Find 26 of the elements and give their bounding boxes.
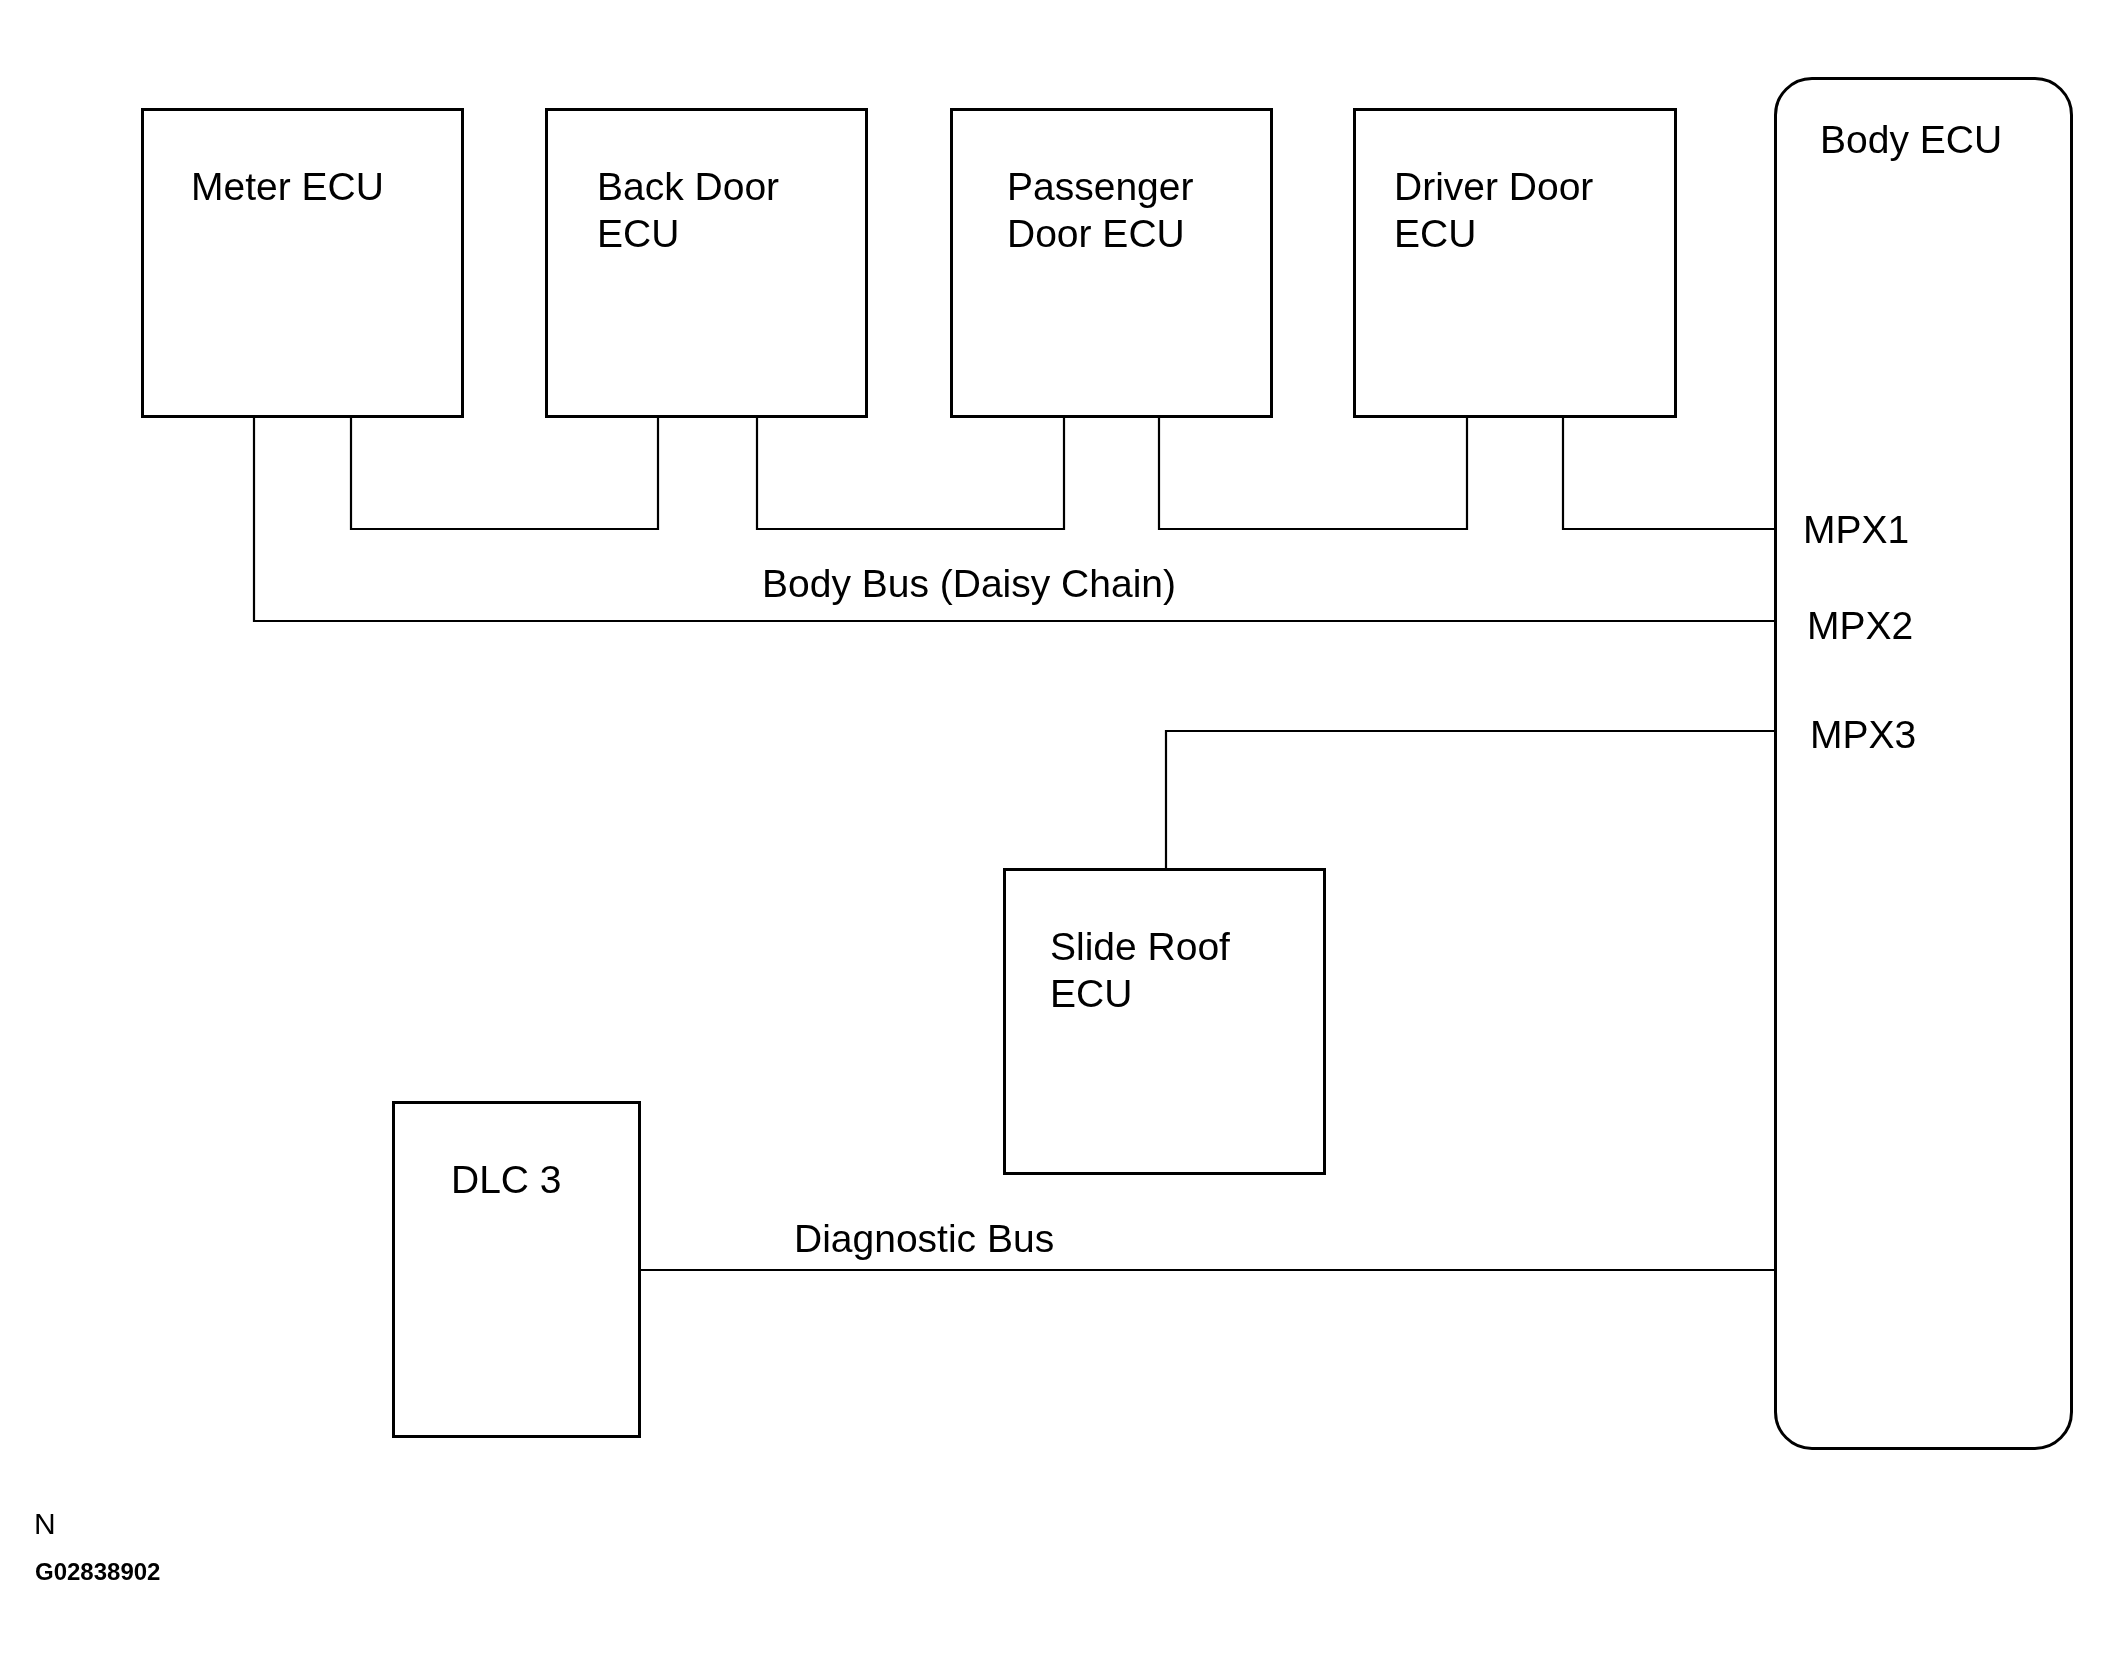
module-box (1353, 108, 1677, 418)
module-name: DLC 3 (451, 1157, 562, 1203)
module-box (950, 108, 1273, 418)
module-name: Passenger Door ECU (1007, 164, 1195, 257)
module-box (392, 1101, 641, 1438)
connector-line (1157, 418, 1469, 531)
connector-line (252, 418, 1774, 623)
module-name: Body ECU (1820, 117, 2003, 163)
pin-label: MPX3 (1810, 712, 1917, 758)
module-name: Meter ECU (191, 164, 384, 210)
module-box (545, 108, 868, 418)
connector-line (641, 1268, 1774, 1272)
note-letter: N (34, 1507, 56, 1541)
rounded-module-box (1774, 77, 2073, 1450)
module-box (1003, 868, 1326, 1175)
module-name: Slide Roof ECU (1050, 924, 1231, 1017)
figure-code: G02838902 (35, 1558, 161, 1586)
connector-line (349, 418, 660, 531)
module-box (141, 108, 464, 418)
connector-line (1164, 729, 1774, 868)
connector-line (1561, 418, 1774, 531)
module-name: Back Door ECU (597, 164, 781, 257)
connector-line (755, 418, 1066, 531)
pin-label: MPX2 (1807, 603, 1914, 649)
module-name: Driver Door ECU (1394, 164, 1595, 257)
pin-label: MPX1 (1803, 507, 1910, 553)
